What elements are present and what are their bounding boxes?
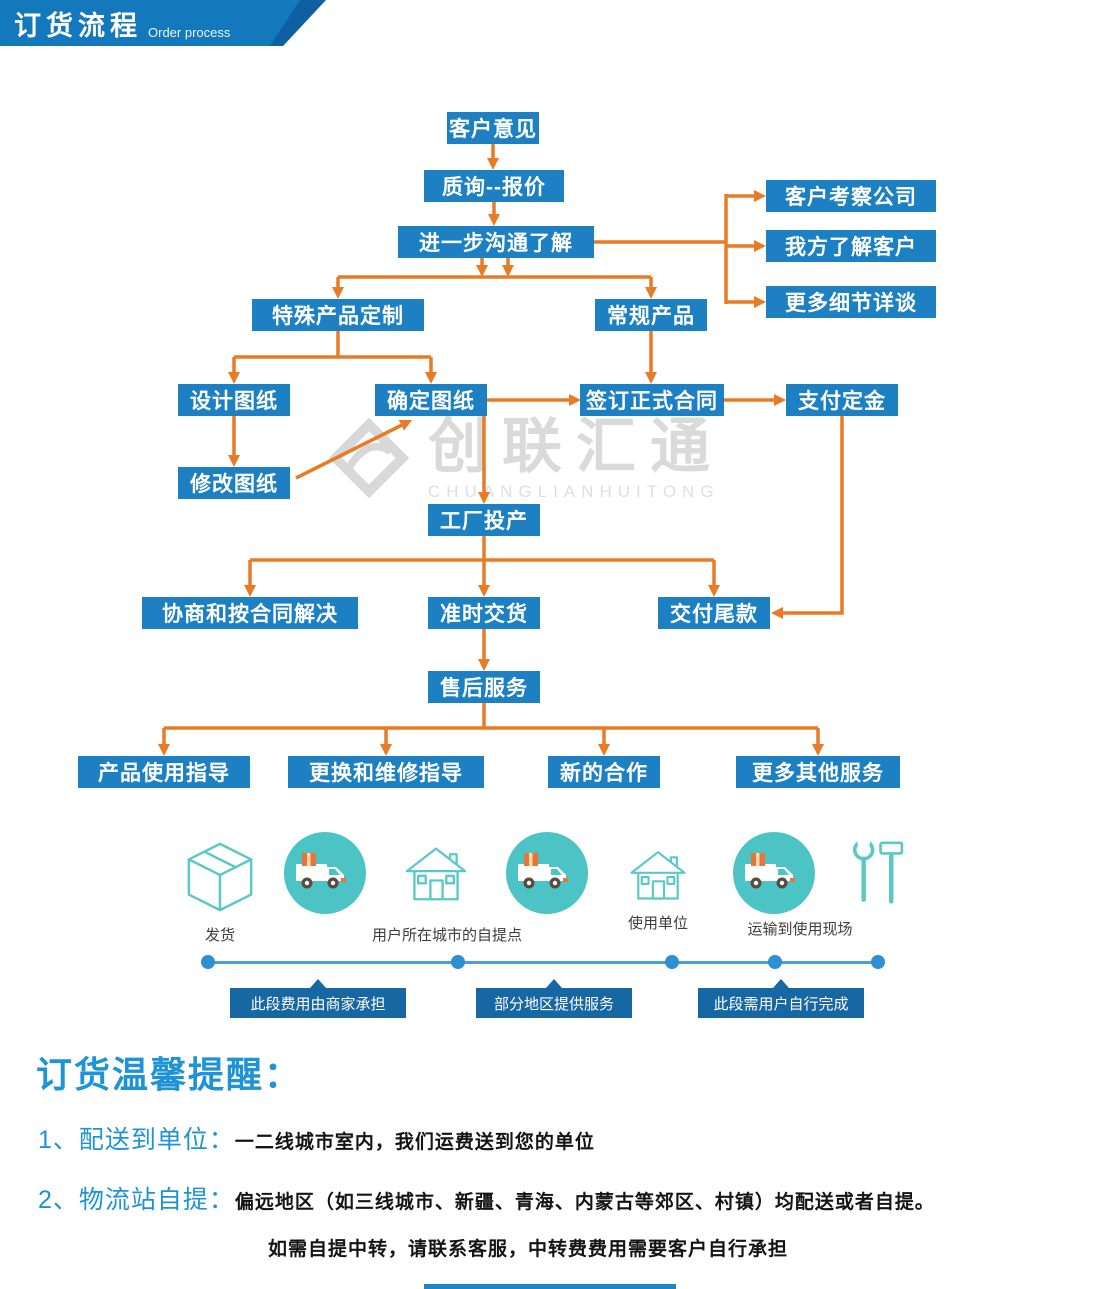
watermark-text: 创联汇通 <box>428 413 724 480</box>
reminder-item-2: 2、物流站自提：偏远地区（如三线城市、新疆、青海、内蒙古等郊区、村镇）均配送或者… <box>38 1180 935 1216</box>
flow-arrows <box>158 144 844 756</box>
reminder-extra-line: 如需自提中转，请联系客服，中转费费用需要客户自行承担 <box>268 1239 789 1260</box>
header-title: 订货流程 <box>14 11 142 41</box>
watermark-latin: CHUANGLIANHUITONG <box>428 482 720 501</box>
house-icon <box>630 851 686 900</box>
flow-box-modify-drawing: 修改图纸 <box>178 467 290 499</box>
house-icon <box>405 847 467 901</box>
flow-box-sign-contract: 签订正式合同 <box>580 384 724 416</box>
section-header: 订货流程 Order process <box>0 0 340 48</box>
flow-box-regular-product: 常规产品 <box>595 299 707 331</box>
timeline-dot <box>665 955 679 969</box>
flow-box-design-drawing: 设计图纸 <box>178 384 290 416</box>
reminder-item-text: 一二线城市室内，我们运费送到您的单位 <box>234 1132 595 1153</box>
flow-box-ontime-delivery: 准时交货 <box>428 597 540 629</box>
reminder-item-label: 物流站自提： <box>78 1186 235 1214</box>
flow-box-customer-opinion: 客户意见 <box>447 112 539 144</box>
delivery-truck-icon <box>733 832 815 914</box>
brand-logo-icon <box>328 417 410 499</box>
delivery-truck-icon <box>284 832 366 914</box>
timeline-tag-merchant-cost: 此段费用由商家承担 <box>230 979 406 1018</box>
delivery-truck-icon <box>506 832 588 914</box>
flow-box-inquiry-quote: 质询--报价 <box>424 170 564 202</box>
flow-box-repair-guide: 更换和维修指导 <box>288 756 484 788</box>
flow-box-pay-balance: 交付尾款 <box>658 597 770 629</box>
flow-box-factory-production: 工厂投产 <box>428 504 540 536</box>
reminder-item-label: 配送到单位： <box>78 1126 235 1154</box>
bottom-divider <box>424 1284 676 1289</box>
flow-box-further-communication: 进一步沟通了解 <box>398 226 594 258</box>
tools-icon <box>853 835 904 904</box>
header-banner: 订货流程 Order process <box>0 0 300 46</box>
reminder-title: 订货温馨提醒： <box>36 1054 303 1095</box>
header-subtitle: Order process <box>148 25 231 40</box>
timeline-tag-partial-service: 部分地区提供服务 <box>476 979 632 1018</box>
reminder-item-number: 1、 <box>38 1126 79 1154</box>
logistics-label-use-unit: 使用单位 <box>627 915 688 932</box>
watermark-text-block: 创联汇通 CHUANGLIANHUITONG <box>428 414 724 502</box>
flow-box-visit-company: 客户考察公司 <box>766 180 936 212</box>
timeline-line <box>208 961 878 964</box>
timeline-dot <box>201 955 215 969</box>
logistics-label-transport-site: 运输到使用现场 <box>747 921 853 938</box>
flow-box-negotiate: 协商和按合同解决 <box>142 597 358 629</box>
flow-box-more-details: 更多细节详谈 <box>766 286 936 318</box>
flow-box-after-sales: 售后服务 <box>428 671 540 703</box>
reminder-item-text: 偏远地区（如三线城市、新疆、青海、内蒙古等郊区、村镇）均配送或者自提。 <box>234 1192 935 1213</box>
flow-box-confirm-drawing: 确定图纸 <box>375 384 487 416</box>
logistics-label-ship: 发货 <box>204 927 235 944</box>
flow-box-know-customer: 我方了解客户 <box>766 230 936 262</box>
watermark: 创联汇通 CHUANGLIANHUITONG <box>326 412 724 504</box>
reminder-item-1: 1、配送到单位：一二线城市室内，我们运费送到您的单位 <box>38 1120 595 1156</box>
timeline-dot <box>871 955 885 969</box>
reminder-item-number: 2、 <box>38 1186 79 1214</box>
timeline-dot <box>768 955 782 969</box>
flow-box-usage-guide: 产品使用指导 <box>78 756 250 788</box>
package-box-icon <box>187 842 253 912</box>
flow-box-new-cooperation: 新的合作 <box>548 756 660 788</box>
logistics-label-pickup-point: 用户所在城市的自提点 <box>371 927 522 944</box>
flow-box-more-services: 更多其他服务 <box>736 756 900 788</box>
flow-box-pay-deposit: 支付定金 <box>786 384 898 416</box>
timeline-dot <box>451 955 465 969</box>
flow-box-special-custom: 特殊产品定制 <box>252 299 424 331</box>
timeline-tag-user-complete: 此段需用户自行完成 <box>698 979 864 1018</box>
